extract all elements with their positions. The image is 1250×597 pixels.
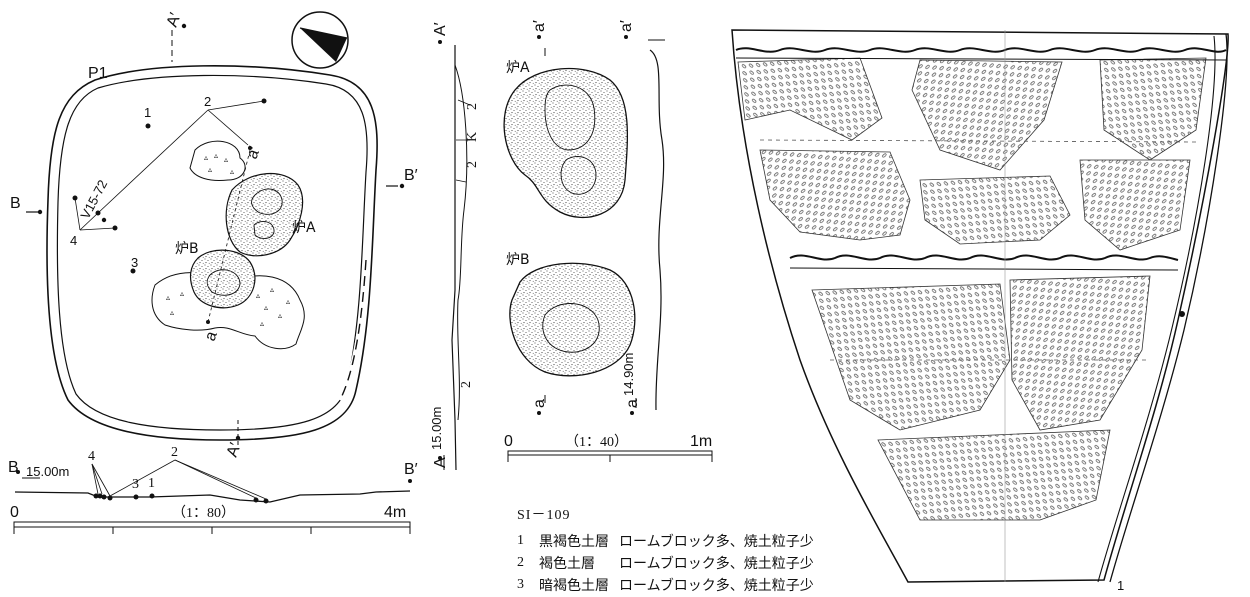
legend-row-1: 1 黒褐色土層 ロームブロック多、焼土粒子少	[517, 530, 857, 552]
svg-text:▵: ▵	[278, 311, 282, 320]
profile-label-b: B	[8, 459, 19, 476]
legend-row-3: 3 暗褐色土層 ロームブロック多、焼土粒子少	[517, 574, 857, 596]
section-label-b-right: B′	[404, 167, 418, 184]
scale-hearth-start: 0	[504, 433, 513, 450]
hearth-section-a-prime: a′	[244, 144, 264, 161]
legend-desc: ロームブロック多、焼土粒子少	[619, 557, 814, 572]
hearth-a-detail-label: 炉A	[506, 60, 530, 76]
hearth-b-detail	[509, 262, 636, 377]
section-a: A′ A 15.00m 2 K 2 2	[429, 22, 480, 471]
legend-desc: ロームブロック多、焼土粒子少	[619, 535, 814, 550]
svg-text:▵: ▵	[166, 293, 170, 302]
artifact-leader-lines	[74, 100, 265, 231]
hearth-a-label: 炉A	[292, 220, 316, 236]
hearth-elevation: 14.90m	[621, 353, 636, 396]
section-a-top-label: A′	[432, 22, 449, 36]
vessel-number: 1	[1117, 578, 1124, 593]
profile-number-3: 3	[132, 477, 139, 492]
section-layer-2b: 2	[465, 161, 480, 168]
svg-text:▵: ▵	[208, 165, 212, 174]
section-layer-k: K	[465, 132, 480, 142]
legend-soil: 暗褐色土層	[539, 579, 609, 594]
pit-label: P1	[88, 65, 108, 82]
scale-plan-start: 0	[10, 504, 19, 521]
legend-row-2: 2 褐色土層 ロームブロック多、焼土粒子少	[517, 552, 857, 574]
hearth-detail: 炉A 炉B a′ a′ a a 14.90m 0 （1：40） 1m	[503, 20, 713, 462]
svg-text:▵: ▵	[214, 151, 218, 160]
scale-hearth-end: 1m	[690, 433, 712, 450]
svg-text:▵: ▵	[286, 297, 290, 306]
profile-number-2: 2	[171, 445, 178, 460]
hearth-top-right-label: a′	[618, 20, 635, 32]
legend-desc: ロームブロック多、焼土粒子少	[619, 579, 814, 594]
hearth-b-plan	[189, 249, 256, 309]
scale-bar-hearth: 0 （1：40） 1m	[504, 433, 713, 462]
artifact-code: V15-72	[77, 177, 110, 221]
legend-soil: 黒褐色土層	[539, 535, 609, 550]
scale-plan-end: 4m	[384, 504, 406, 521]
plan-profile-b: B B′ 15.00m 4 2 3 1	[8, 445, 418, 504]
burnt-area-upper	[189, 140, 246, 181]
legend-num: 1	[517, 533, 524, 548]
svg-text:▵: ▵	[224, 155, 228, 164]
hearth-bottom-right-label: a	[624, 399, 641, 408]
svg-text:▵: ▵	[264, 303, 268, 312]
jomon-pottery-vessel: 1	[731, 29, 1229, 593]
pit-outline-outer	[46, 65, 378, 441]
hearth-bottom-left-label: a	[531, 399, 548, 408]
profile-elevation: 15.00m	[26, 464, 69, 479]
svg-text:▵: ▵	[230, 167, 234, 176]
artifact-number-1: 1	[144, 105, 151, 120]
dwelling-plan: A′ B B′ A′ P1 ▵▵▵ ▵▵ ▵▵▵ ▵▵▵ ▵▵▵ 炉A 炉B a…	[8, 11, 418, 534]
section-layer-2c: 2	[459, 381, 474, 388]
profile-number-1: 1	[148, 476, 155, 491]
north-arrow-icon	[291, 11, 349, 69]
pit-outline-inner	[56, 74, 368, 431]
hearth-section-a: a	[202, 329, 221, 343]
section-label-b-left: B	[10, 195, 21, 212]
profile-number-4: 4	[88, 449, 95, 464]
legend-num: 2	[517, 555, 524, 570]
hearth-a-detail	[503, 67, 629, 219]
svg-text:▵: ▵	[180, 289, 184, 298]
legend-code: SI－109	[517, 508, 571, 523]
burnt-soil-markers: ▵▵▵ ▵▵ ▵▵▵ ▵▵▵ ▵▵▵	[166, 151, 290, 328]
hearth-b-label: 炉B	[175, 241, 199, 257]
section-a-elevation: 15.00m	[429, 407, 444, 450]
layer-legend: SI－109 1 黒褐色土層 ロームブロック多、焼土粒子少 2 褐色土層 ローム…	[517, 504, 857, 596]
svg-text:▵: ▵	[204, 153, 208, 162]
hearth-top-left-label: a′	[531, 20, 548, 32]
section-a-bottom-label: A	[432, 457, 449, 468]
artifact-points	[72, 98, 267, 274]
section-layer-2a: 2	[465, 103, 480, 110]
svg-text:▵: ▵	[260, 319, 264, 328]
section-label-a-bottom: A′	[224, 441, 245, 460]
svg-text:▵: ▵	[270, 285, 274, 294]
artifact-number-2: 2	[204, 94, 211, 109]
scale-plan-ratio: （1：80）	[172, 505, 235, 521]
legend-num: 3	[517, 577, 524, 592]
artifact-number-3: 3	[131, 255, 138, 270]
svg-text:▵: ▵	[256, 291, 260, 300]
profile-label-b-prime: B′	[404, 461, 418, 478]
legend-soil: 褐色土層	[539, 557, 595, 572]
svg-text:▵: ▵	[170, 308, 174, 317]
scale-bar-plan: 0 （1：80） 4m	[10, 504, 411, 534]
section-label-a-prime-top: A′	[164, 11, 185, 30]
artifact-number-4: 4	[70, 233, 77, 248]
hearth-b-detail-label: 炉B	[506, 252, 530, 268]
scale-hearth-ratio: （1：40）	[565, 434, 628, 450]
